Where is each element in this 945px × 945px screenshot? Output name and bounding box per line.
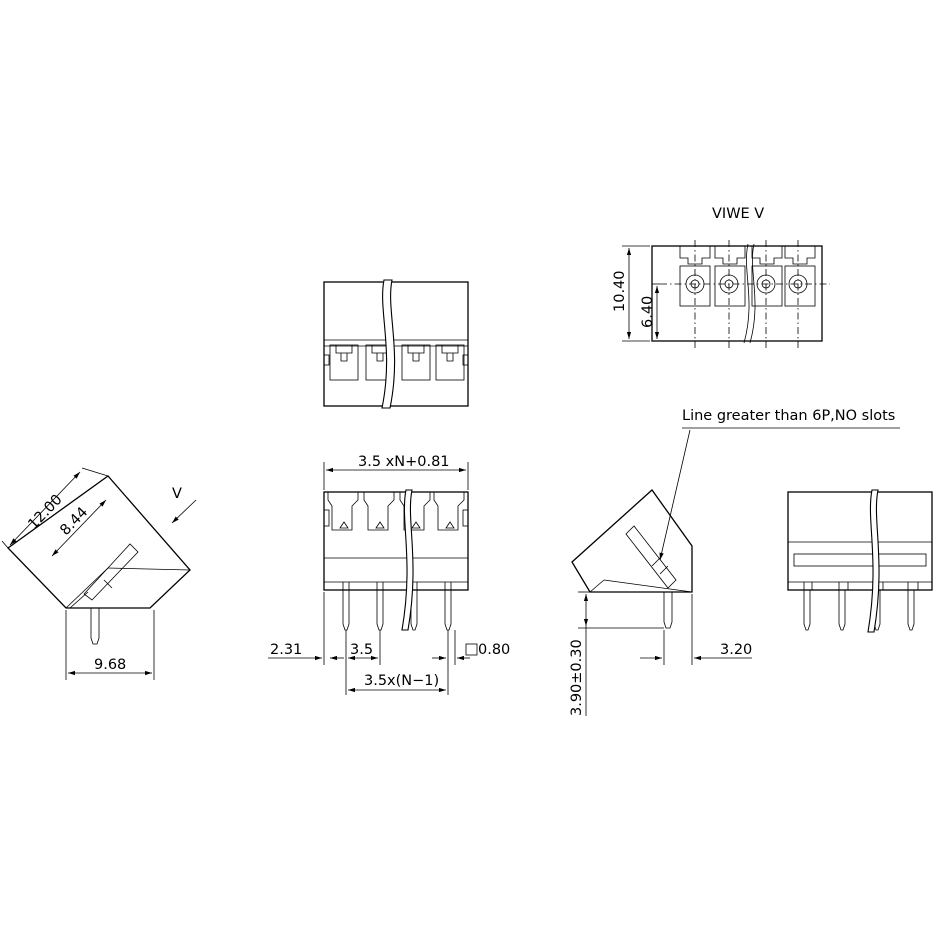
dim-3-20: 3.20 (720, 642, 752, 658)
view-v-drawing: VIWE V 10.40 (612, 206, 830, 348)
right-side-view-drawing: Line greater than 6P,NO slots 3.90±0.30 … (569, 408, 900, 716)
note-slots: Line greater than 6P,NO slots (682, 408, 895, 424)
dim-3-5: 3.5 (350, 642, 373, 658)
back-view-pins (803, 590, 915, 631)
back-view-drawing (787, 489, 933, 633)
dim-total-width: 3.5 xN+0.81 (358, 454, 450, 470)
dim-10-40: 10.40 (612, 270, 628, 312)
top-view-drawing (323, 279, 469, 409)
view-v-title: VIWE V (712, 206, 764, 222)
dim-9-68: 9.68 (94, 657, 126, 673)
front-view-drawing: 3.5 xN+0.81 2.31 3.5 0.80 3.5x(N−1) (268, 454, 510, 695)
dim-2-31: 2.31 (270, 642, 302, 658)
dim-3-90: 3.90±0.30 (569, 639, 585, 716)
dim-pitch: 3.5x(N−1) (364, 673, 439, 689)
view-arrow-label: V (172, 486, 182, 502)
front-view-pins (342, 582, 452, 631)
dim-6-40: 6.40 (640, 296, 656, 328)
left-side-view-drawing: 9.68 12.00 8.44 V (1, 467, 197, 680)
dim-0-80: 0.80 (478, 642, 510, 658)
